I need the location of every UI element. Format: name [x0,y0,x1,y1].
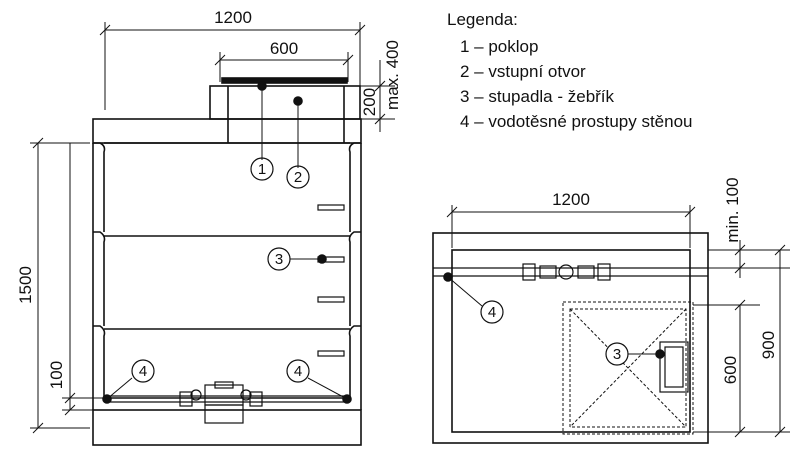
dim-plan-right [693,240,790,438]
label-600-plan: 600 [721,356,740,384]
legend-item-4: 4 – vodotěsné prostupy stěnou [460,112,693,131]
base-slab [92,409,362,446]
callout-3: 3 [275,251,283,268]
marker-4a [102,394,112,404]
section-leaders [106,86,348,400]
plan-callout-3: 3 [613,346,621,363]
top-slab [92,118,362,144]
callout-2: 2 [294,169,302,186]
dim-1200-top [99,22,366,110]
dim-200-400 [344,60,395,132]
plan-callout-4: 4 [488,304,496,321]
label-min-100: min. 100 [723,177,742,242]
label-1200-top: 1200 [214,8,252,27]
marker-1 [257,81,267,91]
callout-4-left: 4 [139,363,147,380]
dim-1200-plan [446,205,696,248]
legend-item-1: 1 – poklop [460,37,538,56]
section-callout-circles [131,157,310,383]
dim-100-section [62,143,104,416]
label-1200-plan: 1200 [552,190,590,209]
plan-outer-wall [432,232,709,444]
ring-joints [93,142,361,398]
legend-item-3: 3 – stupadla - žebřík [460,87,615,106]
plan-access-opening [562,301,694,435]
cover-lid [221,77,348,84]
callout-4-right: 4 [294,363,302,380]
plan-callout-circle-3 [605,342,629,366]
plan-pipe [433,263,708,281]
label-900: 900 [759,331,778,359]
legend-item-2: 2 – vstupní otvor [460,62,586,81]
section-view [30,22,395,446]
access-neck [209,85,361,120]
plan-ladder [659,341,689,393]
label-1500: 1500 [16,266,35,304]
label-600: 600 [270,39,298,58]
plan-callout-circle-4 [480,300,504,324]
marker-2 [293,96,303,106]
callout-1: 1 [258,161,266,178]
legend-title: Legenda: [447,10,518,29]
plan-marker-3 [655,349,665,359]
plan-view [432,205,790,444]
marker-4b [342,394,352,404]
dim-600 [214,52,354,82]
label-100-section: 100 [47,361,66,389]
legend: Legenda: 1 – poklop 2 – vstupní otvor 3 … [447,10,693,131]
marker-3 [317,254,327,264]
label-200: 200 [360,88,379,116]
plan-leaders [447,276,660,355]
plan-inner-wall [451,249,691,433]
pipe-with-meter [104,381,350,424]
dim-1500 [30,137,90,434]
label-max-400: max. 400 [383,40,402,110]
plan-marker-4 [443,272,453,282]
step-rungs [317,204,345,357]
